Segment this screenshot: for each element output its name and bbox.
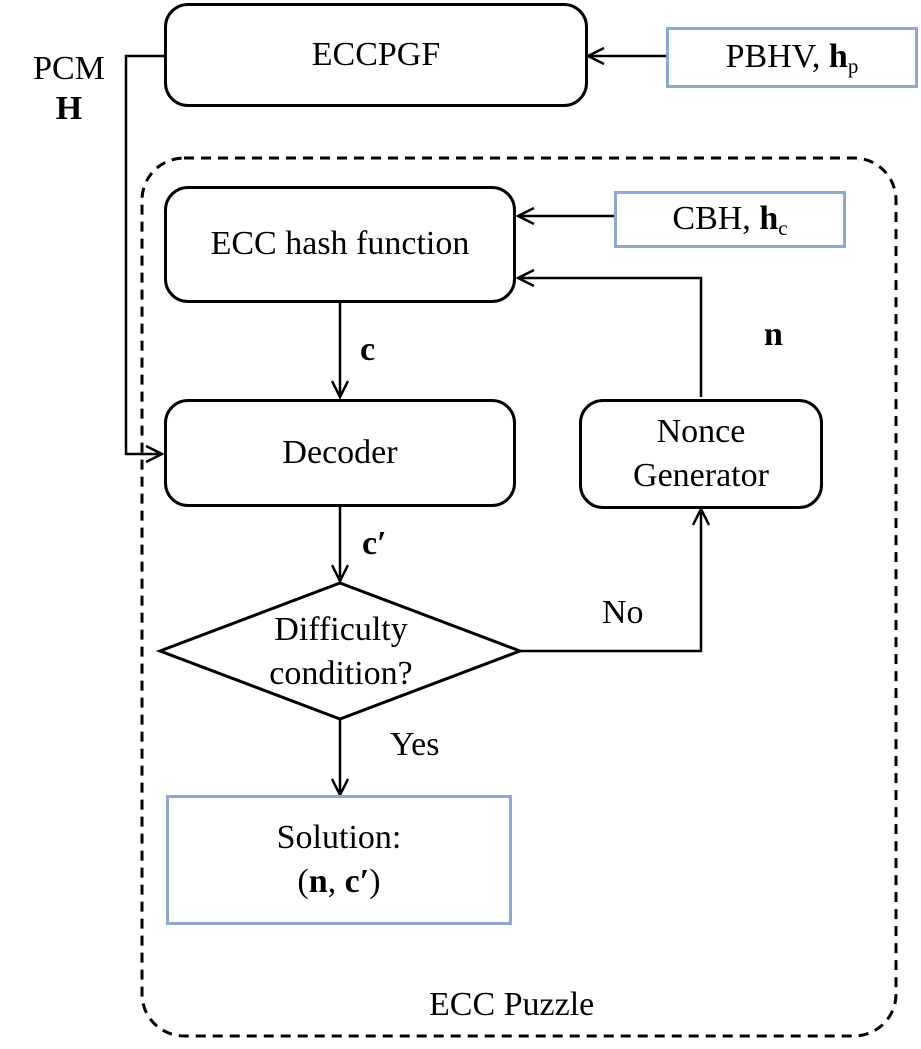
solution-separator: , — [327, 863, 345, 900]
solution-label-line2: (n, c′) — [297, 860, 380, 904]
solution-label-line1: Solution: — [276, 818, 402, 856]
edge-label-yes: Yes — [390, 726, 440, 763]
pcm-label-matrix: H — [55, 90, 83, 127]
arrow-eccpgf-to-decoder — [124, 54, 164, 454]
edge-label-c: c — [360, 331, 376, 368]
ecc-hash-function-label: ECC hash function — [210, 225, 470, 263]
arrow-nonce-to-hash — [518, 278, 703, 397]
nonce-generator-label-line1: Nonce — [656, 412, 746, 450]
solution-box: Solution: (n, c′) — [166, 795, 512, 925]
cbh-input-box: CBH, hc — [614, 191, 846, 248]
eccpgf-block: ECCPGF — [164, 3, 588, 107]
eccpgf-label: ECCPGF — [311, 35, 441, 73]
pbhv-input-box: PBHV, hp — [666, 27, 918, 88]
solution-close-paren: ) — [369, 863, 381, 900]
arrow-decision-no-to-nonce — [520, 509, 701, 653]
ecc-hash-function-block: ECC hash function — [164, 186, 516, 303]
difficulty-condition-line2: condition? — [269, 655, 413, 692]
nonce-generator-block: Nonce Generator — [579, 399, 823, 509]
edge-label-c-prime: c′ — [362, 525, 387, 562]
difficulty-condition-diamond — [155, 581, 525, 721]
cbh-variable: h — [759, 200, 779, 238]
edge-label-n: n — [764, 316, 783, 353]
nonce-generator-label-line2: Generator — [633, 457, 769, 494]
cbh-text: CBH, — [672, 200, 760, 238]
difficulty-condition-line1: Difficulty — [274, 610, 408, 648]
decoder-label: Decoder — [282, 433, 398, 471]
pcm-label: PCM H — [28, 52, 110, 126]
difficulty-condition-label: Difficulty condition? — [160, 585, 522, 719]
decoder-block: Decoder — [164, 399, 516, 507]
ecc-puzzle-label: ECC Puzzle — [429, 986, 595, 1023]
edge-label-no: No — [602, 594, 644, 631]
solution-open-paren: ( — [297, 863, 309, 900]
solution-nonce: n — [308, 863, 328, 900]
pcm-label-line1: PCM — [33, 50, 105, 87]
pbhv-variable: h — [828, 38, 848, 76]
pbhv-label: PBHV, hp — [726, 35, 859, 79]
cbh-label: CBH, hc — [672, 197, 787, 241]
solution-codeword: c′ — [344, 863, 370, 900]
pbhv-subscript: p — [847, 54, 859, 79]
ecc-puzzle-boundary — [140, 156, 898, 1038]
cbh-subscript: c — [778, 216, 788, 241]
pbhv-text: PBHV, — [725, 38, 829, 76]
